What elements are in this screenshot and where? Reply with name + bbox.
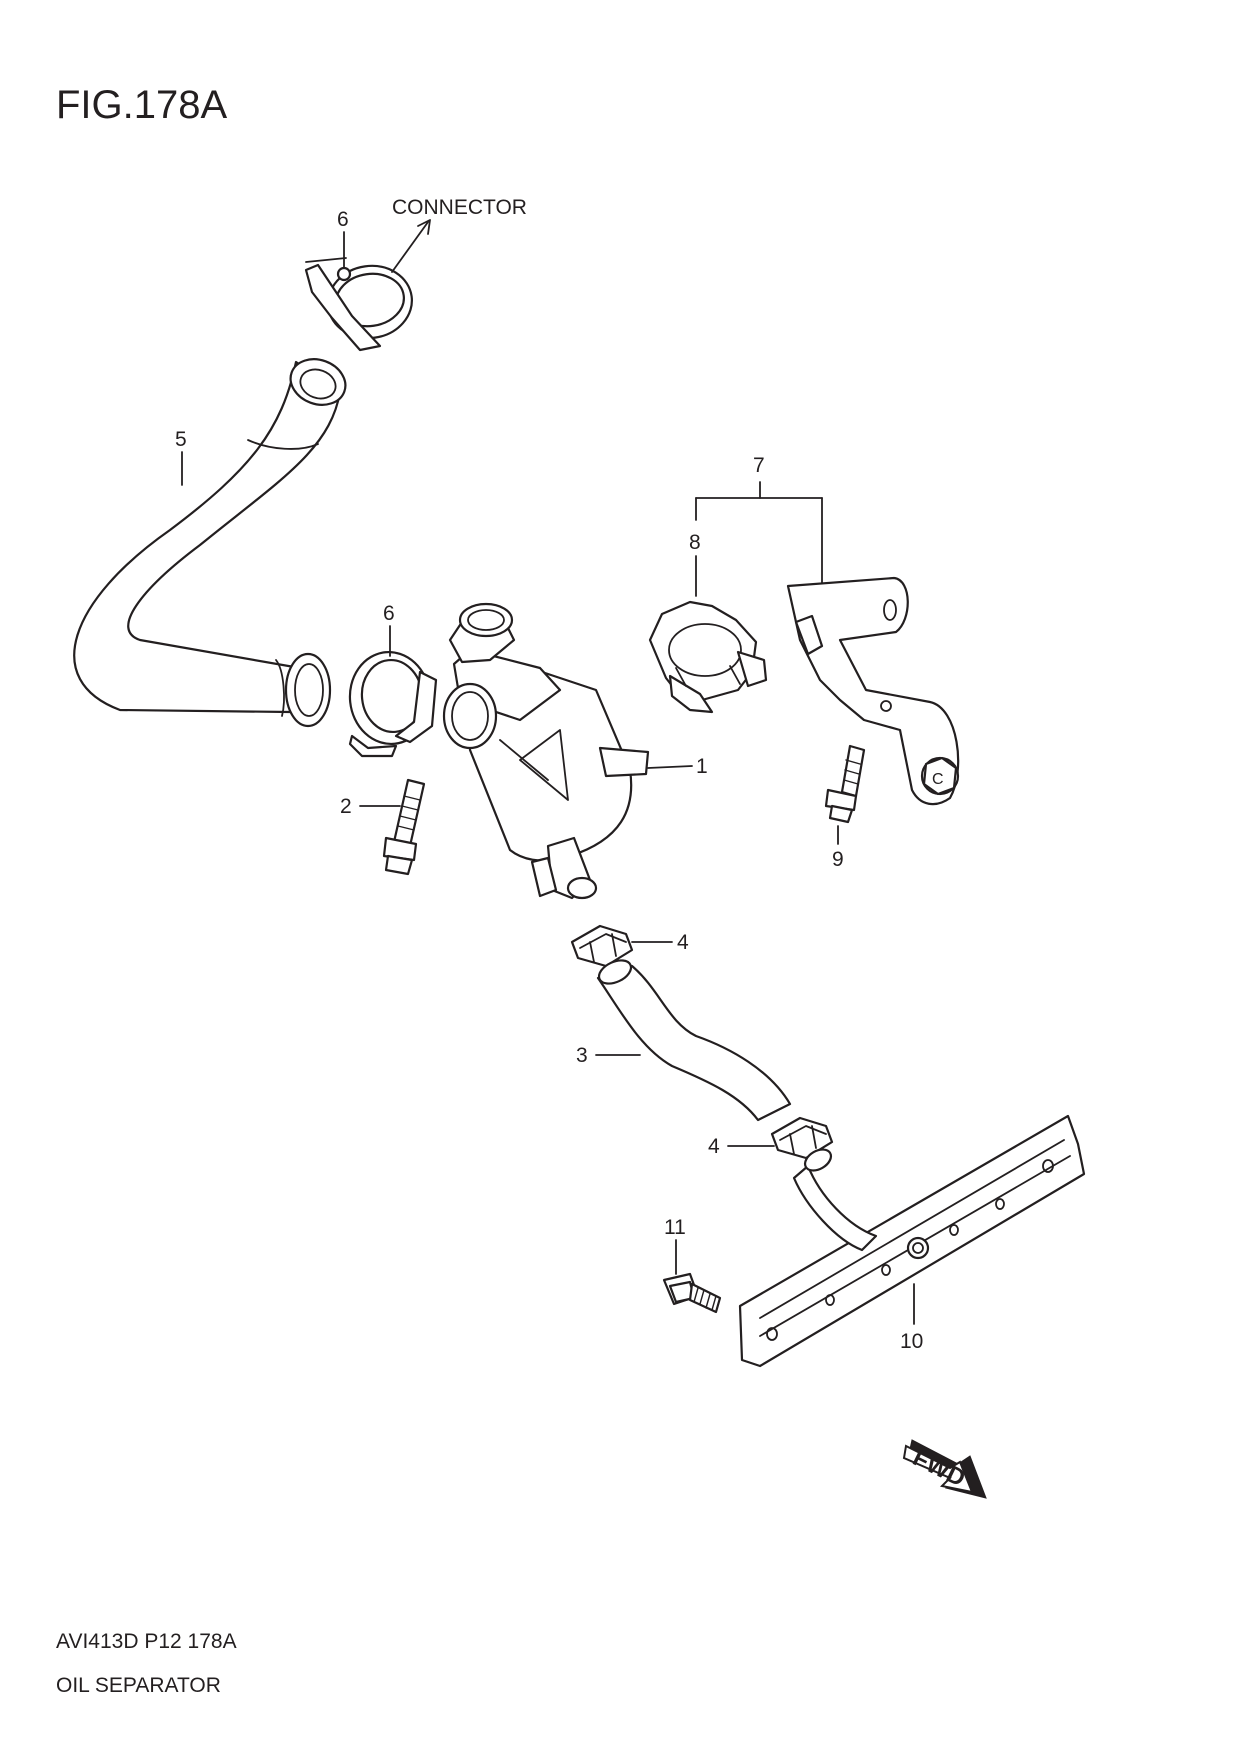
callout-8: 8 xyxy=(689,531,701,554)
callout-11: 11 xyxy=(664,1216,686,1239)
callout-3: 3 xyxy=(576,1044,588,1067)
callout-6-middle: 6 xyxy=(383,602,395,625)
weld-nut-mark: C xyxy=(932,771,944,788)
holder-clamp-8 xyxy=(648,600,768,714)
hose-clamp-upper xyxy=(304,257,413,352)
bracket-7: C xyxy=(786,576,960,806)
callout-2: 2 xyxy=(340,795,352,818)
hose-3 xyxy=(596,959,792,1122)
callout-9: 9 xyxy=(832,848,844,871)
callout-leader-1 xyxy=(647,765,693,769)
forward-direction-arrow-icon: FWD xyxy=(902,1439,987,1499)
connector-label: CONNECTOR xyxy=(392,196,527,219)
breather-plate-10 xyxy=(738,1114,1086,1368)
callout-1: 1 xyxy=(696,755,708,778)
figure-title: FIG.178A xyxy=(56,83,228,127)
callout-5: 5 xyxy=(175,428,187,451)
grommet-4-lower xyxy=(770,1116,834,1160)
footer-name: OIL SEPARATOR xyxy=(56,1674,221,1697)
callout-4-lower: 4 xyxy=(708,1135,720,1158)
bolt-11 xyxy=(662,1272,722,1314)
oil-separator-1 xyxy=(442,602,650,900)
callout-4-upper: 4 xyxy=(677,931,689,954)
fwd-badge-label: FWD xyxy=(909,1444,970,1492)
footer-code: AVI413D P12 178A xyxy=(56,1630,237,1653)
connector-arrow xyxy=(391,219,431,273)
bolt-2 xyxy=(382,778,426,876)
bolt-9 xyxy=(824,744,866,824)
grommet-4-upper xyxy=(570,924,634,968)
hose-clamp-middle xyxy=(348,650,438,758)
callout-7: 7 xyxy=(753,454,765,477)
hose-5 xyxy=(73,358,347,728)
callout-6-upper: 6 xyxy=(337,208,349,231)
callout-10: 10 xyxy=(900,1330,923,1353)
